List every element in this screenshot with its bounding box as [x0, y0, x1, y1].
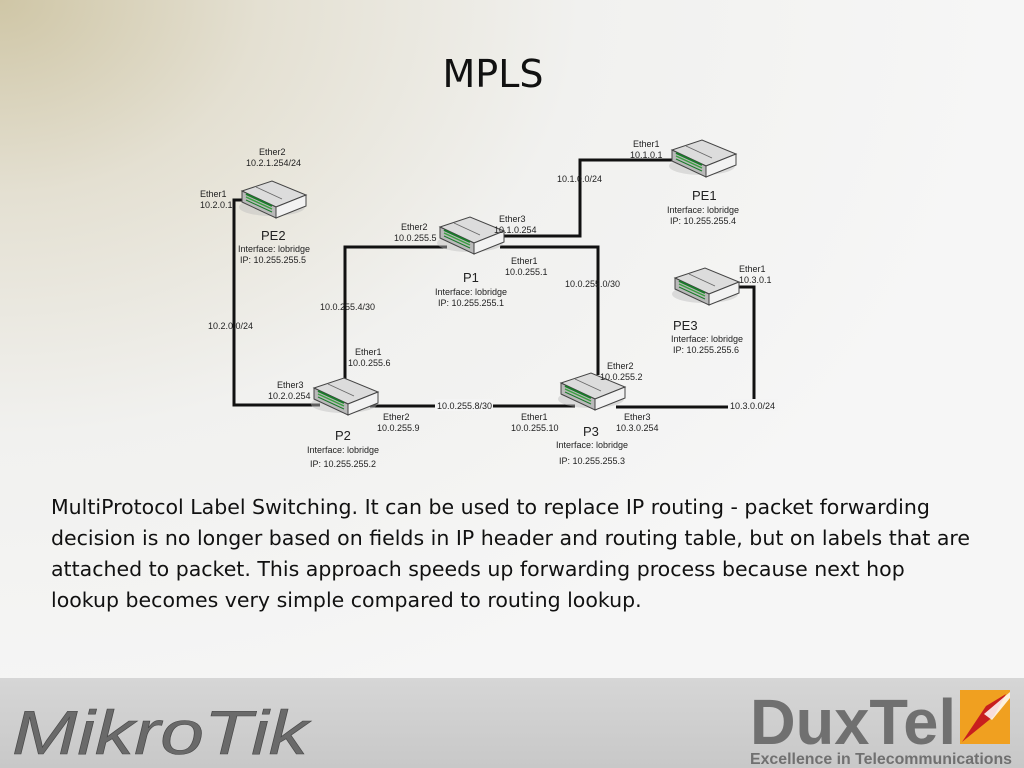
port-name: Ether2	[383, 412, 410, 422]
description-text: MultiProtocol Label Switching. It can be…	[51, 495, 970, 612]
mikrotik-logo-text: MikroTik	[12, 699, 312, 766]
footer-bar: MikroTik DuxTel Excellence in Telecommun…	[0, 678, 1024, 768]
duxtel-logo: DuxTel Excellence in Telecommunications	[750, 686, 1012, 768]
slide-title: MPLS	[442, 52, 544, 96]
network-label: 10.0.255.0/30	[565, 279, 620, 289]
router-pe3-icon	[671, 267, 740, 306]
router-pe2-icon	[238, 180, 307, 219]
router-ip: IP: 10.255.255.6	[673, 345, 739, 355]
port-ip: 10.0.255.9	[377, 423, 420, 433]
port-ip: 10.0.255.6	[348, 358, 391, 368]
duxtel-flag-icon	[960, 690, 1010, 744]
link-pe2-p2	[232, 198, 320, 407]
network-diagram: PE1 Interface: lobridge IP: 10.255.255.4…	[200, 139, 778, 469]
router-name: PE3	[673, 318, 698, 333]
network-label: 10.0.255.4/30	[320, 302, 375, 312]
router-name: P3	[583, 424, 599, 439]
port-name: Ether1	[739, 264, 766, 274]
network-label: 10.2.0.0/24	[208, 321, 253, 331]
port-name: Ether1	[511, 256, 538, 266]
duxtel-logo-text: DuxTel	[750, 686, 956, 758]
router-name: PE2	[261, 228, 286, 243]
router-ip: IP: 10.255.255.3	[559, 456, 625, 466]
port-name: Ether1	[521, 412, 548, 422]
links	[232, 158, 756, 409]
router-interface: Interface: lobridge	[556, 440, 628, 450]
port-name: Ether1	[355, 347, 382, 357]
port-ip: 10.3.0.254	[616, 423, 659, 433]
port-ip: 10.2.0.254	[268, 391, 311, 401]
router-interface: Interface: lobridge	[435, 287, 507, 297]
port-ip: 10.1.0.1	[630, 150, 663, 160]
port-name: Ether1	[200, 189, 227, 199]
port-name: Ether2	[607, 361, 634, 371]
router-ip: IP: 10.255.255.5	[240, 255, 306, 265]
duxtel-tagline: Excellence in Telecommunications	[750, 751, 1012, 768]
port-ip: 10.0.255.1	[505, 267, 548, 277]
link-pe1-p1	[500, 158, 690, 238]
port-name: Ether2	[259, 147, 286, 157]
port-name: Ether1	[633, 139, 660, 149]
router-interface: Interface: lobridge	[667, 205, 739, 215]
port-name: Ether3	[277, 380, 304, 390]
network-label: 10.1.0.0/24	[557, 174, 602, 184]
port-ip: 10.0.255.10	[511, 423, 559, 433]
router-ip: IP: 10.255.255.1	[438, 298, 504, 308]
link-p1-p3	[500, 245, 600, 375]
router-ip: IP: 10.255.255.2	[310, 459, 376, 469]
port-name: Ether2	[401, 222, 428, 232]
port-ip: 10.1.0.254	[494, 225, 537, 235]
link-p1-p2	[343, 245, 447, 384]
router-interface: Interface: lobridge	[307, 445, 379, 455]
port-ip: 10.0.255.2	[600, 372, 643, 382]
port-name: Ether3	[499, 214, 526, 224]
network-label: 10.3.0.0/24	[730, 401, 775, 411]
port-ip: 10.3.0.1	[739, 275, 772, 285]
port-ip: 10.2.1.254/24	[246, 158, 301, 168]
port-ip: 10.2.0.1	[200, 200, 233, 210]
router-name: PE1	[692, 188, 717, 203]
port-ip: 10.0.255.5	[394, 233, 437, 243]
router-name: P1	[463, 270, 479, 285]
mikrotik-logo: MikroTik	[12, 699, 312, 766]
router-name: P2	[335, 428, 351, 443]
router-interface: Interface: lobridge	[671, 334, 743, 344]
router-p2-icon	[310, 377, 379, 416]
router-p1-icon	[436, 216, 505, 255]
network-label: 10.0.255.8/30	[437, 401, 492, 411]
router-pe1-icon	[668, 139, 737, 178]
router-interface: Interface: lobridge	[238, 244, 310, 254]
port-name: Ether3	[624, 412, 651, 422]
router-ip: IP: 10.255.255.4	[670, 216, 736, 226]
